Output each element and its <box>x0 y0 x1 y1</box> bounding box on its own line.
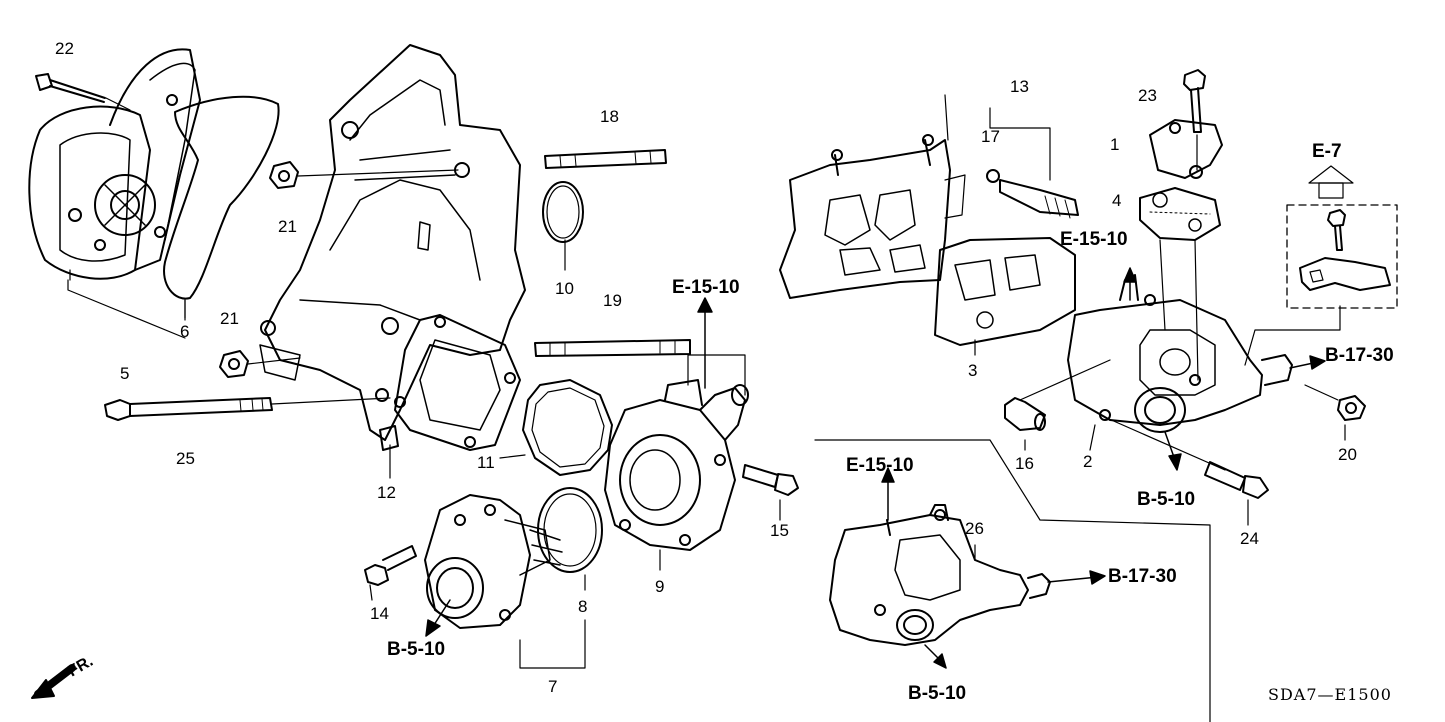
engine-housing-drawing <box>259 44 526 451</box>
leader-lines <box>69 239 1346 669</box>
fitting-16-drawing <box>1004 359 1111 431</box>
label-part-21-upper: 21 <box>278 217 297 236</box>
manifold-section-drawing <box>779 94 966 299</box>
stud-18-drawing <box>544 149 667 169</box>
label-part-22: 22 <box>55 39 74 58</box>
nut-20-drawing <box>1304 384 1366 421</box>
label-part-12: 12 <box>377 483 396 502</box>
label-part-26: 26 <box>965 519 984 538</box>
sensor-13-drawing <box>986 107 1079 219</box>
cover-1-drawing <box>1149 119 1223 179</box>
inset-boundary-line <box>814 439 1211 722</box>
ref-e-15-10-right[interactable]: E-15-10 <box>1060 229 1128 250</box>
water-outlet-2-drawing <box>1067 274 1293 433</box>
housing-flange-drawing <box>394 314 521 451</box>
label-part-1: 1 <box>1110 135 1120 154</box>
thermostat-7-drawing <box>424 494 563 629</box>
label-part-23: 23 <box>1138 86 1157 105</box>
label-part-16: 16 <box>1015 454 1034 473</box>
gasket-4-drawing <box>1139 187 1221 241</box>
label-part-15: 15 <box>770 521 789 540</box>
label-part-14: 14 <box>370 604 389 623</box>
label-part-25: 25 <box>176 449 195 468</box>
gasket-3-drawing <box>934 237 1076 346</box>
label-part-19: 19 <box>603 291 622 310</box>
label-part-18: 18 <box>600 107 619 126</box>
water-outlet-26-drawing <box>829 504 1051 646</box>
ref-b-17-30-right[interactable]: B-17-30 <box>1325 345 1394 366</box>
ref-e-15-10-center[interactable]: E-15-10 <box>672 277 740 298</box>
o-ring-10-drawing <box>542 181 584 243</box>
ref-b-5-10-right[interactable]: B-5-10 <box>1137 489 1196 510</box>
bolt-22-drawing <box>35 73 131 111</box>
label-part-24: 24 <box>1240 529 1259 548</box>
label-part-3: 3 <box>968 361 978 380</box>
water-pump-drawing <box>28 48 201 280</box>
ref-e-7[interactable]: E-7 <box>1312 141 1342 162</box>
bolt-25-drawing <box>104 397 391 421</box>
label-part-6: 6 <box>180 322 190 341</box>
ref-b-17-30-lower[interactable]: B-17-30 <box>1108 566 1177 587</box>
label-part-13: 13 <box>1010 77 1029 96</box>
pump-gasket-drawing <box>163 95 280 300</box>
e7-detail-box <box>1244 204 1398 366</box>
label-part-17: 17 <box>981 127 1000 146</box>
diagram-code: SDA7—E1500 <box>1268 685 1392 704</box>
label-part-20: 20 <box>1338 445 1357 464</box>
bolt-23-drawing <box>1183 69 1206 171</box>
stud-19-drawing <box>534 339 691 357</box>
label-part-4: 4 <box>1112 191 1122 210</box>
gasket-11-drawing <box>522 379 613 476</box>
bolt-24-drawing <box>1099 414 1269 499</box>
label-part-8: 8 <box>578 597 588 616</box>
ref-b-5-10-bottom[interactable]: B-5-10 <box>908 683 967 704</box>
ref-arrows <box>31 165 1354 699</box>
label-part-10: 10 <box>555 279 574 298</box>
thermostat-cover-9-drawing <box>604 379 749 551</box>
bolt-15-drawing <box>742 464 799 496</box>
nut-21-lower-drawing <box>219 350 301 378</box>
gasket-8-drawing <box>537 487 603 573</box>
label-part-2: 2 <box>1083 452 1093 471</box>
nut-21-upper-drawing <box>269 161 459 189</box>
bolt-14-drawing <box>364 545 417 586</box>
label-part-21-lower: 21 <box>220 309 239 328</box>
label-part-11: 11 <box>477 453 495 472</box>
label-part-9: 9 <box>655 577 665 596</box>
label-part-5: 5 <box>120 364 130 383</box>
label-part-7: 7 <box>548 677 558 696</box>
ref-b-5-10-left[interactable]: B-5-10 <box>387 639 446 660</box>
ref-e-15-10-lower[interactable]: E-15-10 <box>846 455 914 476</box>
